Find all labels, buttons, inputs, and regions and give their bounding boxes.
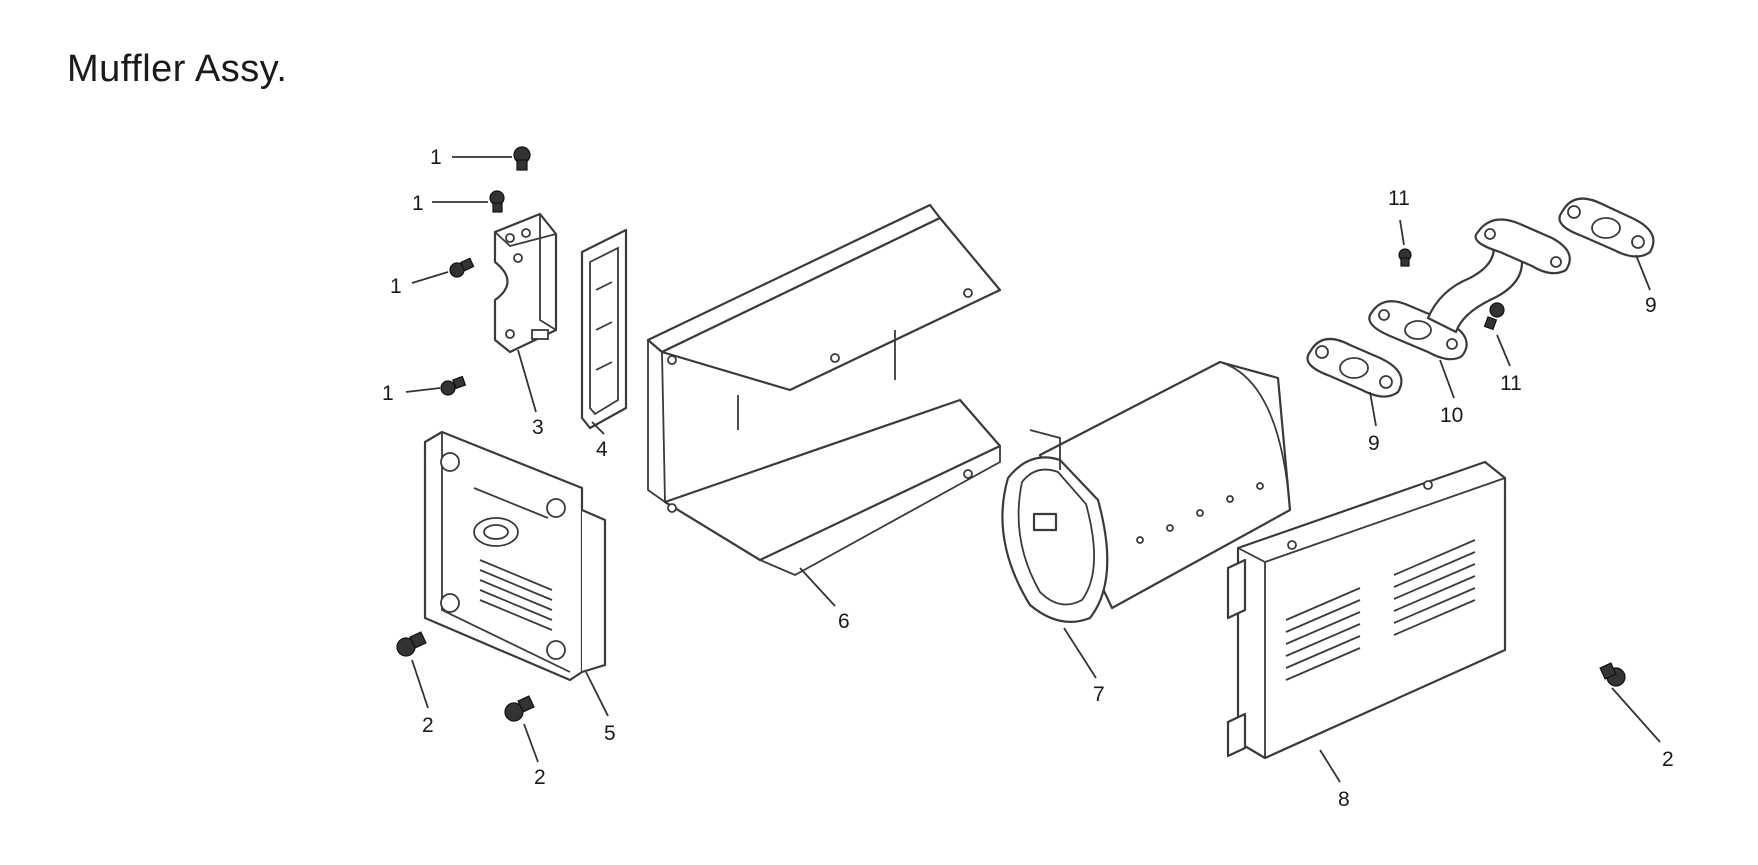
bolt-2b [504,695,535,722]
callout-2: 2 [534,766,546,789]
callout-9: 9 [1645,294,1657,317]
part-3-bracket [493,212,558,354]
leader-lines [405,156,1661,783]
part-6-heat-shield [646,203,1002,577]
callout-9: 9 [1368,432,1380,455]
bolt-11a [1398,248,1412,267]
part-8-outer-guard [1226,460,1507,760]
bolt-2a [396,631,427,657]
callout-6: 6 [838,610,850,633]
callout-2: 2 [422,714,434,737]
callout-3: 3 [532,416,544,439]
part-4-gasket [580,228,628,430]
callout-10: 10 [1440,404,1463,427]
part-5-cover-plate [423,430,607,682]
part-9-gasket-left [1306,337,1403,398]
callout-1: 1 [412,192,424,215]
callout-11: 11 [1500,372,1522,395]
bolt-1c [449,257,475,278]
callout-4: 4 [596,438,608,461]
part-10-exhaust-pipe [1368,218,1571,361]
part-9-gasket-right [1558,197,1655,258]
callout-7: 7 [1093,683,1105,706]
callout-5: 5 [604,722,616,745]
bolt-1b [489,190,505,213]
callout-8: 8 [1338,788,1350,811]
callout-2: 2 [1662,748,1674,771]
callout-labels: 1 1 1 1 2 2 2 3 4 5 6 7 8 9 9 10 11 11 [382,146,1674,811]
part-7-muffler-body [1001,360,1292,623]
bolts [396,146,1626,722]
bolt-2c [1599,662,1626,687]
callout-1: 1 [382,382,394,405]
bolt-1a [513,146,531,171]
bolt-1d [440,375,467,396]
callout-1: 1 [390,275,402,298]
callout-11: 11 [1388,187,1410,210]
callout-1: 1 [430,146,442,169]
diagram-title: Muffler Assy. [67,48,288,90]
bolt-11b [1483,302,1505,331]
